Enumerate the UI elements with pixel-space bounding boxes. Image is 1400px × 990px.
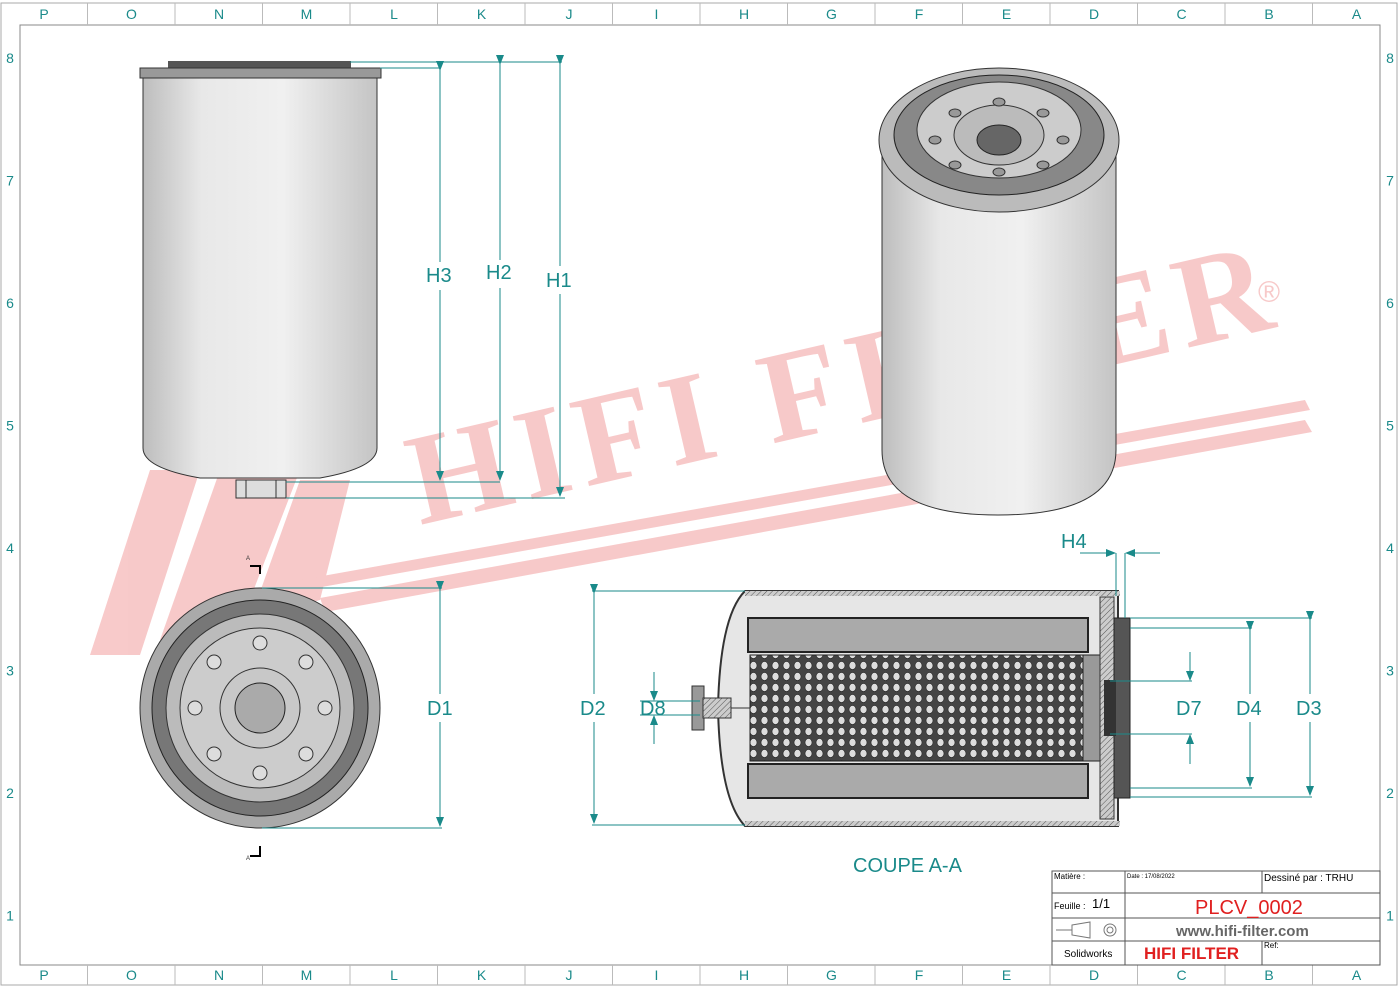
row-label: 6 bbox=[6, 295, 14, 311]
row-label: 3 bbox=[6, 663, 14, 679]
column-label: J bbox=[566, 6, 573, 22]
column-label: L bbox=[390, 967, 398, 983]
row-label: 4 bbox=[6, 540, 14, 556]
row-label: 1 bbox=[6, 908, 14, 924]
date: Date : 17/08/2022 bbox=[1127, 874, 1175, 880]
column-label: O bbox=[126, 967, 137, 983]
row-label: 7 bbox=[6, 173, 14, 189]
section-marker-bottom: A bbox=[246, 856, 250, 862]
column-label: I bbox=[655, 967, 659, 983]
column-label: F bbox=[915, 967, 924, 983]
column-label: M bbox=[301, 967, 313, 983]
column-label: H bbox=[739, 967, 749, 983]
column-label: B bbox=[1264, 967, 1273, 983]
top-view: A A bbox=[139, 556, 381, 862]
dim-d3: D3 bbox=[1296, 698, 1322, 720]
column-label: O bbox=[126, 6, 137, 22]
row-label: 7 bbox=[1386, 173, 1394, 189]
bolt-hole bbox=[206, 746, 222, 762]
column-label: N bbox=[214, 6, 224, 22]
section-dimensions bbox=[590, 549, 1314, 826]
column-label: I bbox=[655, 6, 659, 22]
bolt-hole bbox=[206, 654, 222, 670]
brand: HIFI FILTER bbox=[1144, 944, 1239, 963]
row-label: 2 bbox=[6, 785, 14, 801]
section-title: COUPE A-A bbox=[853, 855, 963, 877]
section-view bbox=[691, 590, 1131, 827]
sheet-value: 1/1 bbox=[1092, 896, 1110, 911]
dim-d8: D8 bbox=[640, 698, 666, 720]
dim-h4: H4 bbox=[1061, 531, 1087, 553]
row-label: 2 bbox=[1386, 785, 1394, 801]
sheet-label: Feuille : bbox=[1054, 901, 1086, 911]
column-label: P bbox=[39, 6, 48, 22]
dim-d7: D7 bbox=[1176, 698, 1202, 720]
column-label: P bbox=[39, 967, 48, 983]
column-label: E bbox=[1002, 6, 1011, 22]
title-block: Matière : Date : 17/08/2022 Dessiné par … bbox=[1051, 870, 1381, 966]
column-label: G bbox=[826, 6, 837, 22]
column-label: N bbox=[214, 967, 224, 983]
bolt-hole bbox=[317, 700, 333, 716]
row-label: 3 bbox=[1386, 663, 1394, 679]
column-label: G bbox=[826, 967, 837, 983]
dim-d1: D1 bbox=[427, 698, 453, 720]
row-label: 8 bbox=[1386, 50, 1394, 66]
column-label: C bbox=[1176, 6, 1186, 22]
material-label: Matière : bbox=[1054, 872, 1085, 881]
drawn-by: Dessiné par : TRHU bbox=[1264, 873, 1353, 884]
ref-label: Ref: bbox=[1264, 941, 1279, 950]
column-label: M bbox=[301, 6, 313, 22]
front-view bbox=[139, 61, 382, 499]
isometric-view bbox=[878, 67, 1120, 516]
dim-d4: D4 bbox=[1236, 698, 1262, 720]
column-label: J bbox=[566, 967, 573, 983]
row-label: 6 bbox=[1386, 295, 1394, 311]
part-number: PLCV_0002 bbox=[1195, 897, 1303, 919]
column-label: D bbox=[1089, 6, 1099, 22]
row-label: 4 bbox=[1386, 540, 1394, 556]
watermark-text: HIFI FILTER bbox=[394, 215, 1286, 554]
bolt-hole bbox=[252, 635, 268, 651]
column-label: K bbox=[477, 6, 487, 22]
column-label: D bbox=[1089, 967, 1099, 983]
d1-dimension bbox=[262, 581, 444, 829]
bolt-hole bbox=[298, 654, 314, 670]
dim-h3: H3 bbox=[426, 265, 452, 287]
website: www.hifi-filter.com bbox=[1175, 923, 1309, 940]
watermark-registered: ® bbox=[1258, 276, 1280, 309]
column-label: E bbox=[1002, 967, 1011, 983]
bolt-hole bbox=[252, 765, 268, 781]
column-label: B bbox=[1264, 6, 1273, 22]
dim-d2: D2 bbox=[580, 698, 606, 720]
row-label: 8 bbox=[6, 50, 14, 66]
dim-h2: H2 bbox=[486, 262, 512, 284]
column-label: L bbox=[390, 6, 398, 22]
row-label: 5 bbox=[1386, 418, 1394, 434]
section-marker-top: A bbox=[246, 556, 250, 562]
bolt-hole bbox=[187, 700, 203, 716]
column-label: A bbox=[1352, 6, 1362, 22]
projection-symbol-icon bbox=[1056, 921, 1117, 939]
column-label: H bbox=[739, 6, 749, 22]
row-label: 5 bbox=[6, 418, 14, 434]
row-label: 1 bbox=[1386, 908, 1394, 924]
height-dimensions bbox=[286, 55, 565, 499]
software: Solidworks bbox=[1064, 949, 1112, 960]
dim-h1: H1 bbox=[546, 270, 572, 292]
column-label: C bbox=[1176, 967, 1186, 983]
column-label: F bbox=[915, 6, 924, 22]
column-label: K bbox=[477, 967, 487, 983]
column-label: A bbox=[1352, 967, 1362, 983]
bolt-hole bbox=[298, 746, 314, 762]
